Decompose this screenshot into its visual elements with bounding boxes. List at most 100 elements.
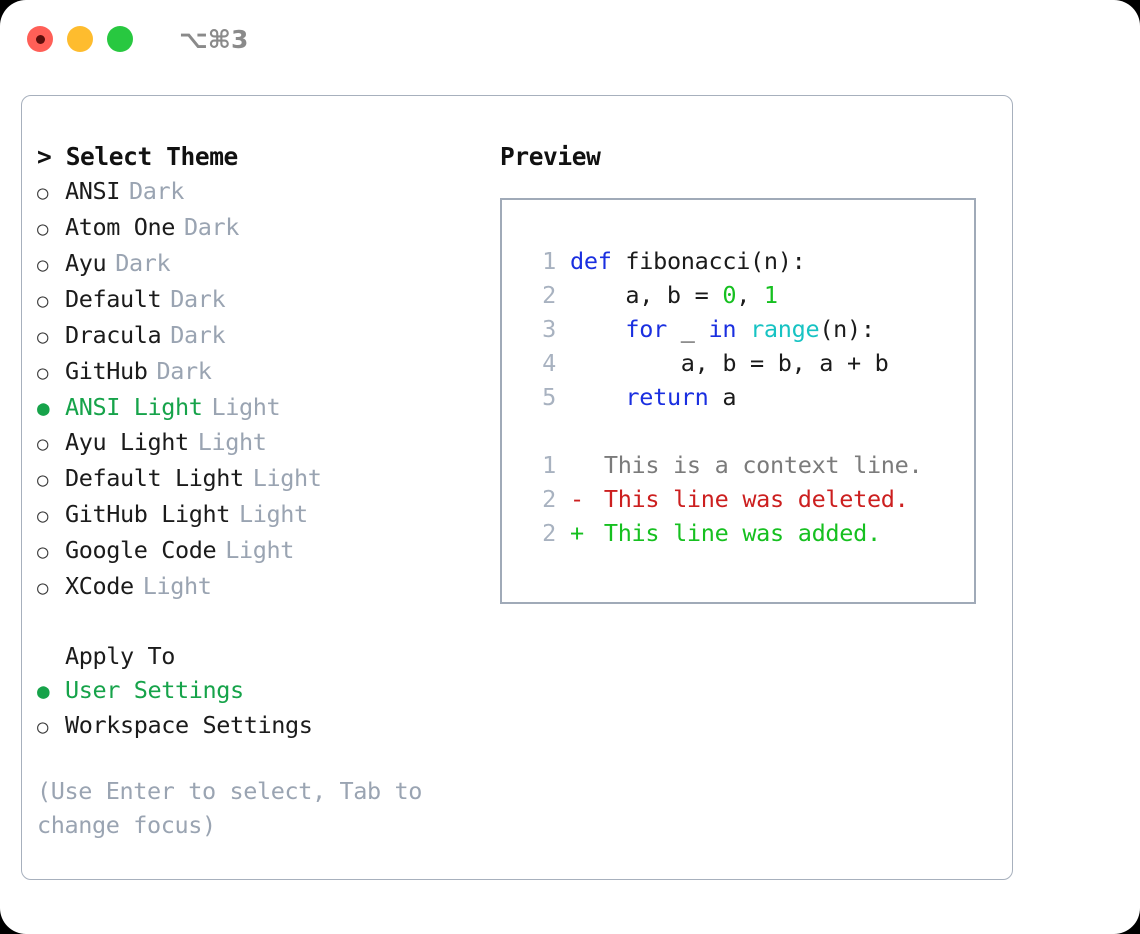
theme-option-name: ANSI bbox=[65, 177, 120, 205]
apply-to-header-marker bbox=[37, 639, 65, 673]
radio-unselected-icon: ○ bbox=[37, 182, 49, 204]
close-button[interactable] bbox=[27, 26, 53, 52]
theme-option-variant: Dark bbox=[115, 249, 171, 277]
diff-line: 1 This is a context line. bbox=[524, 448, 974, 482]
theme-option-name: ANSI Light bbox=[65, 393, 203, 421]
code-token: a, b = b, a + b bbox=[570, 349, 889, 377]
theme-option-default-light[interactable]: ○ Default Light Light bbox=[37, 461, 487, 497]
code-token: for bbox=[625, 315, 667, 343]
theme-option-name: Ayu Light bbox=[65, 428, 189, 456]
radio-unselected-icon: ○ bbox=[37, 541, 49, 563]
theme-option-variant: Dark bbox=[156, 357, 212, 385]
theme-option-atom-one[interactable]: ○ Atom One Dark bbox=[37, 210, 487, 246]
maximize-button[interactable] bbox=[107, 26, 133, 52]
apply-to-header: Apply To bbox=[37, 639, 487, 673]
theme-option-variant: Dark bbox=[170, 285, 226, 313]
code-token: _ bbox=[666, 315, 709, 343]
code-token: a, b = bbox=[570, 281, 723, 309]
diff-line-number: 2 bbox=[542, 519, 556, 547]
code-line: 4 a, b = b, a + b bbox=[524, 346, 974, 380]
radio-unselected-icon: ○ bbox=[37, 362, 49, 384]
theme-option-name: Ayu bbox=[65, 249, 107, 277]
apply-to-option-list: ● User Settings ○ Workspace Settings bbox=[37, 673, 487, 744]
radio-unselected-icon: ○ bbox=[37, 290, 49, 312]
code-token bbox=[570, 315, 625, 343]
diff-line-number: 2 bbox=[542, 485, 556, 513]
diff-sample: 1 This is a context line.2- This line wa… bbox=[524, 448, 974, 550]
theme-option-name: GitHub Light bbox=[65, 500, 230, 528]
theme-option-ansi[interactable]: ○ ANSI Dark bbox=[37, 174, 487, 210]
code-line-content: for _ in range(n): bbox=[570, 312, 875, 346]
diff-line-content: This line was deleted. bbox=[590, 485, 909, 513]
theme-option-variant: Dark bbox=[170, 321, 226, 349]
diff-marker: + bbox=[570, 519, 584, 547]
diff-line: 2- This line was deleted. bbox=[524, 482, 974, 516]
theme-option-variant: Dark bbox=[129, 177, 184, 205]
code-token bbox=[736, 315, 750, 343]
theme-option-variant: Dark bbox=[184, 213, 239, 241]
list-spacer bbox=[37, 605, 487, 639]
theme-option-variant: Light bbox=[252, 464, 322, 492]
code-token: range bbox=[750, 315, 820, 343]
code-line: 3 for _ in range(n): bbox=[524, 312, 974, 346]
keyboard-hint: (Use Enter to select, Tab to change focu… bbox=[37, 777, 422, 839]
code-token: fibonacci(n): bbox=[625, 247, 806, 275]
apply-to-option-name: User Settings bbox=[65, 676, 244, 704]
radio-selected-icon: ● bbox=[37, 679, 50, 703]
preview-title: Preview bbox=[500, 142, 601, 171]
theme-option-name: Atom One bbox=[65, 213, 175, 241]
code-line-number: 3 bbox=[542, 315, 556, 343]
radio-unselected-icon: ○ bbox=[37, 577, 49, 599]
code-line-number: 2 bbox=[542, 281, 556, 309]
apply-to-header-label: Apply To bbox=[65, 642, 175, 670]
apply-to-option-workspace-settings[interactable]: ○ Workspace Settings bbox=[37, 708, 487, 744]
preview-gap bbox=[524, 414, 974, 448]
code-line-content: return a bbox=[570, 380, 736, 414]
radio-unselected-icon: ○ bbox=[37, 716, 49, 738]
theme-option-name: GitHub bbox=[65, 357, 148, 385]
code-token: (n): bbox=[819, 315, 875, 343]
code-token: 1 bbox=[763, 281, 778, 309]
radio-unselected-icon: ○ bbox=[37, 433, 49, 455]
code-token: , bbox=[736, 281, 764, 309]
diff-marker bbox=[570, 448, 590, 482]
radio-unselected-icon: ○ bbox=[37, 326, 49, 348]
theme-option-name: Default Light bbox=[65, 464, 244, 492]
radio-unselected-icon: ○ bbox=[37, 218, 49, 240]
code-line: 1 def fibonacci(n): bbox=[524, 244, 974, 278]
diff-line-content: This is a context line. bbox=[590, 451, 923, 479]
code-line: 2 a, b = 0, 1 bbox=[524, 278, 974, 312]
theme-option-name: Google Code bbox=[65, 536, 217, 564]
code-token: return bbox=[625, 383, 709, 411]
code-line: 5 return a bbox=[524, 380, 974, 414]
theme-option-variant: Light bbox=[211, 393, 281, 421]
theme-option-github[interactable]: ○ GitHub Dark bbox=[37, 354, 487, 390]
apply-to-option-user-settings[interactable]: ● User Settings bbox=[37, 673, 487, 708]
code-line-number: 4 bbox=[542, 349, 556, 377]
radio-unselected-icon: ○ bbox=[37, 469, 49, 491]
traffic-lights bbox=[27, 26, 133, 52]
theme-option-variant: Light bbox=[142, 572, 212, 600]
code-line-number: 1 bbox=[542, 247, 556, 275]
code-token: 0 bbox=[722, 281, 737, 309]
apply-to-option-name: Workspace Settings bbox=[65, 711, 313, 739]
shortcut-indicator: ⌥⌘3 bbox=[179, 24, 249, 54]
minimize-button[interactable] bbox=[67, 26, 93, 52]
code-line-content: a, b = 0, 1 bbox=[570, 278, 778, 312]
theme-picker-header: > Select Theme bbox=[37, 142, 238, 171]
code-line-content: def fibonacci(n): bbox=[570, 244, 806, 278]
title-bar: ⌥⌘3 bbox=[0, 0, 1140, 78]
